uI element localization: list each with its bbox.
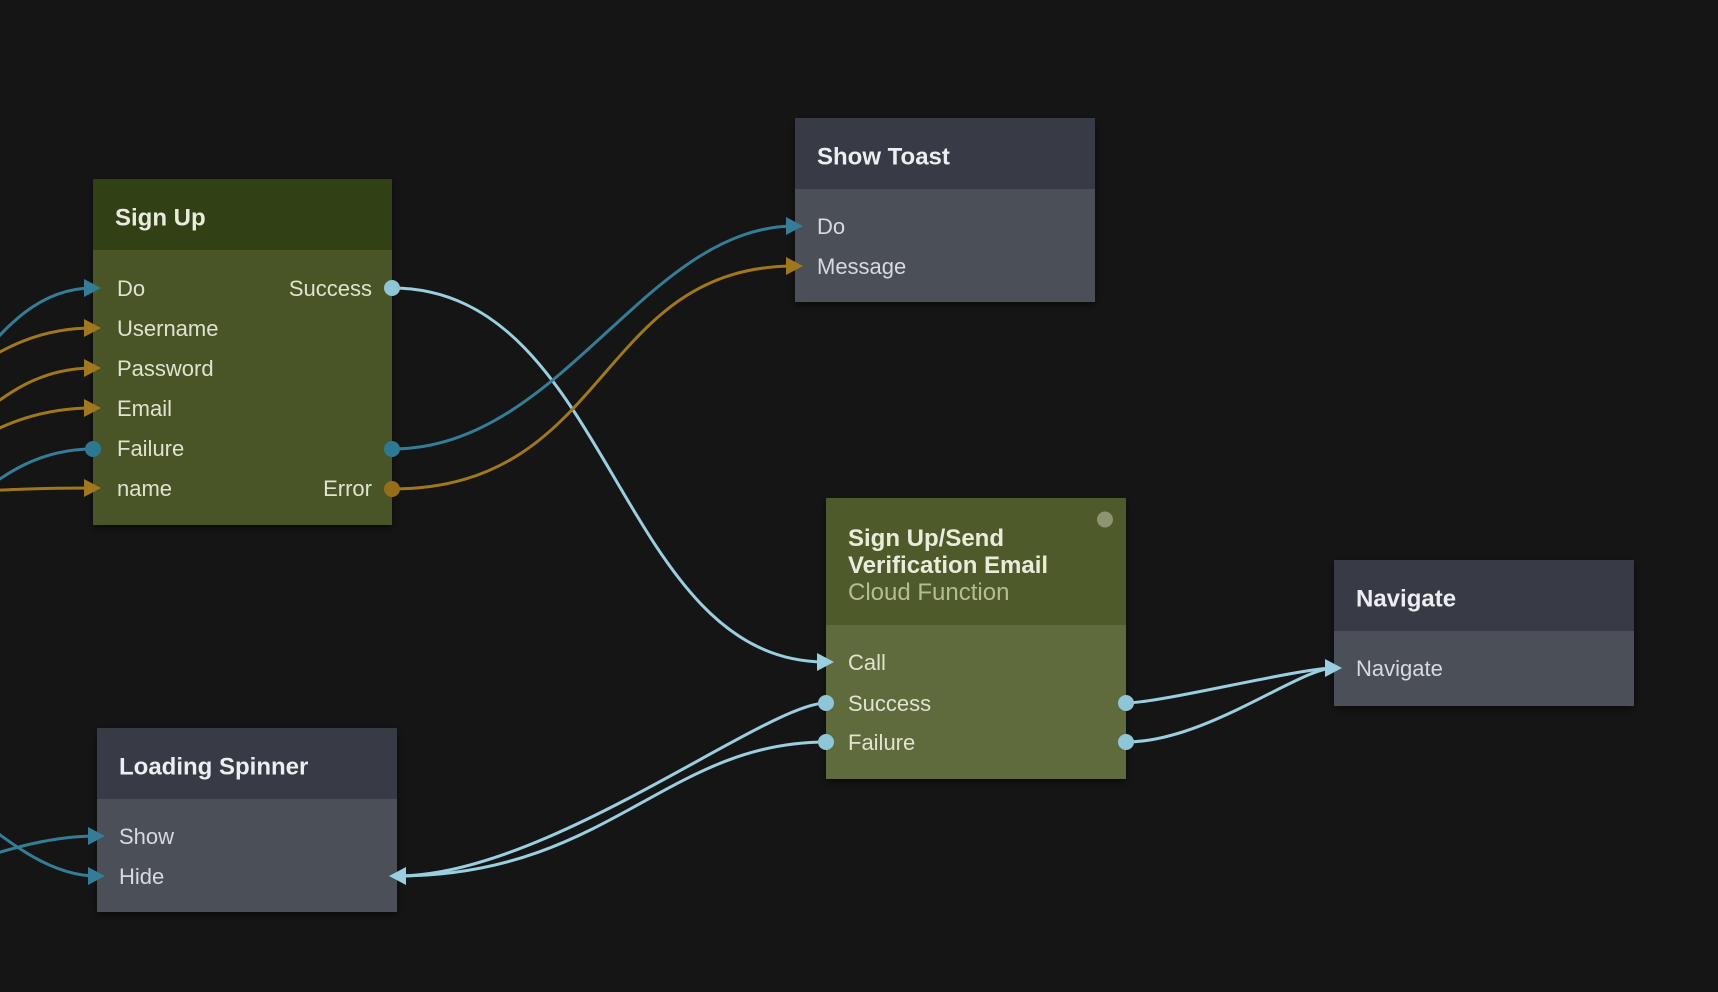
svg-text:Failure: Failure (117, 436, 184, 461)
svg-text:Do: Do (817, 214, 845, 239)
svg-text:Success: Success (848, 691, 931, 716)
svg-text:Email: Email (117, 396, 172, 421)
svg-text:Message: Message (817, 254, 906, 279)
svg-text:Sign Up: Sign Up (115, 205, 206, 232)
svg-text:Sign Up/Send: Sign Up/Send (848, 525, 1004, 552)
svg-text:Show: Show (119, 824, 174, 849)
svg-text:Username: Username (117, 316, 218, 341)
svg-text:Verification Email: Verification Email (848, 552, 1048, 579)
svg-text:Password: Password (117, 356, 214, 381)
svg-text:Cloud Function: Cloud Function (848, 579, 1009, 606)
svg-text:Success: Success (289, 276, 372, 301)
svg-text:Navigate: Navigate (1356, 586, 1456, 613)
svg-text:Error: Error (323, 476, 372, 501)
svg-text:Call: Call (848, 650, 886, 675)
svg-text:Hide: Hide (119, 864, 164, 889)
svg-text:Show Toast: Show Toast (817, 144, 950, 171)
svg-text:Failure: Failure (848, 730, 915, 755)
svg-text:Navigate: Navigate (1356, 656, 1443, 681)
svg-text:Loading Spinner: Loading Spinner (119, 754, 308, 781)
svg-text:name: name (117, 476, 172, 501)
svg-text:Do: Do (117, 276, 145, 301)
